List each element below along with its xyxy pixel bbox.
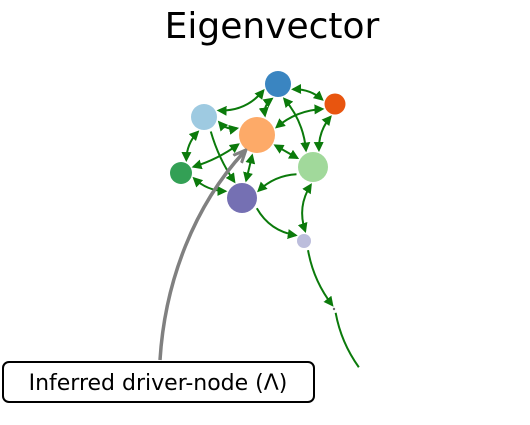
edge-purple-node-lavender-node — [255, 207, 298, 239]
callout-box — [2, 361, 315, 403]
tiny-node — [332, 307, 336, 311]
edge-blue-node-red-orange-node — [291, 84, 324, 101]
edge-light-blue-node-green-node — [181, 130, 200, 163]
diagram-title: Eigenvector — [165, 6, 380, 47]
edge-lavender-node-tiny-node — [307, 249, 334, 307]
node-layer — [170, 71, 346, 311]
blue-node — [265, 71, 291, 97]
edge-light-green-node-lavender-node — [297, 183, 312, 233]
edge-green-node-orange-node — [191, 143, 240, 170]
edge-light-blue-node-blue-node — [216, 88, 265, 116]
red-orange-node — [324, 93, 346, 115]
orange-node — [239, 117, 275, 153]
callout-label: Inferred driver-node (Λ) — [29, 371, 288, 396]
edge-light-green-node-purple-node — [257, 173, 297, 193]
edge-blue-node-light-green-node — [282, 97, 311, 153]
edge-light-blue-node-purple-node — [209, 131, 236, 184]
edge-tiny-node-out — [334, 312, 360, 368]
green-node — [170, 162, 192, 184]
edge-orange-node-light-green-node — [273, 144, 300, 160]
edge-orange-node-purple-node — [243, 153, 256, 183]
light-green-node — [298, 152, 328, 182]
light-blue-node — [191, 104, 217, 130]
edge-green-node-purple-node — [192, 176, 228, 197]
edge-light-blue-node-orange-node — [217, 120, 240, 135]
lavender-node — [297, 234, 311, 248]
purple-node — [227, 183, 257, 213]
callout-arrow — [158, 152, 244, 361]
edge-red-orange-node-light-green-node — [313, 115, 332, 153]
edge-blue-node-orange-node — [258, 97, 274, 118]
edge-layer — [181, 84, 360, 368]
